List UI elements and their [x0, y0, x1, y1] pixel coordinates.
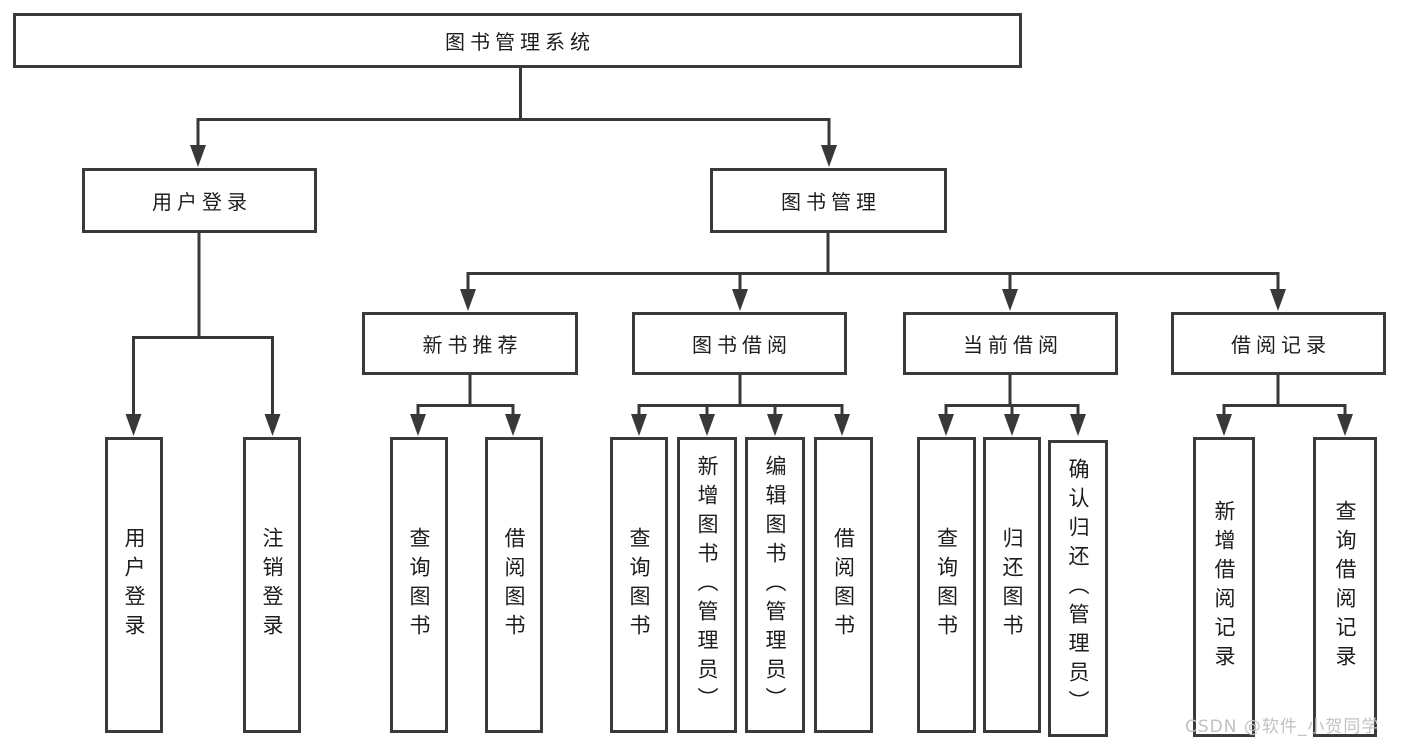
- leaf-logout-login: 注销登录: [243, 437, 301, 733]
- arrowhead: [834, 414, 850, 436]
- arrowhead: [125, 414, 142, 436]
- connector-path: [132, 66, 1347, 420]
- leaf-borrow-edit-book-admin: 编辑图书（管理员）: [745, 437, 805, 733]
- leaf-records-add-record: 新增借阅记录: [1193, 437, 1255, 737]
- node-root-system: 图书管理系统: [13, 13, 1022, 68]
- arrowhead: [1070, 414, 1086, 436]
- leaf-borrow-add-book-admin: 新增图书（管理员）: [677, 437, 737, 733]
- arrowhead: [699, 414, 715, 436]
- arrowhead: [767, 414, 783, 436]
- arrowhead: [821, 145, 837, 167]
- leaf-current-query-book: 查询图书: [917, 437, 976, 733]
- leaf-current-return-book: 归还图书: [983, 437, 1041, 733]
- arrowhead: [1216, 414, 1232, 436]
- arrowhead: [631, 414, 647, 436]
- leaf-borrow-borrow-book: 借阅图书: [814, 437, 873, 733]
- node-new-book-recommend: 新书推荐: [362, 312, 578, 375]
- arrowhead: [1337, 414, 1353, 436]
- arrowhead: [1002, 289, 1018, 311]
- arrowhead: [410, 414, 426, 436]
- arrowhead: [190, 145, 206, 167]
- leaf-recommend-query-book: 查询图书: [390, 437, 448, 733]
- leaf-borrow-query-book: 查询图书: [610, 437, 668, 733]
- arrowhead: [505, 414, 521, 436]
- node-user-login: 用户登录: [82, 168, 317, 233]
- leaf-current-confirm-return-admin: 确认归还（管理员）: [1048, 440, 1108, 737]
- arrowhead: [264, 414, 281, 436]
- arrowhead: [732, 289, 748, 311]
- leaf-records-query-record: 查询借阅记录: [1313, 437, 1377, 737]
- arrowhead: [938, 414, 954, 436]
- node-borrow-records: 借阅记录: [1171, 312, 1386, 375]
- arrowhead: [1004, 414, 1020, 436]
- node-current-borrow: 当前借阅: [903, 312, 1118, 375]
- watermark: CSDN @软件_小贺同学: [1185, 717, 1380, 737]
- node-book-borrow: 图书借阅: [632, 312, 847, 375]
- arrowhead: [460, 289, 476, 311]
- leaf-recommend-borrow-book: 借阅图书: [485, 437, 543, 733]
- arrowhead: [1270, 289, 1286, 311]
- leaf-user-login: 用户登录: [105, 437, 163, 733]
- node-book-management: 图书管理: [710, 168, 947, 233]
